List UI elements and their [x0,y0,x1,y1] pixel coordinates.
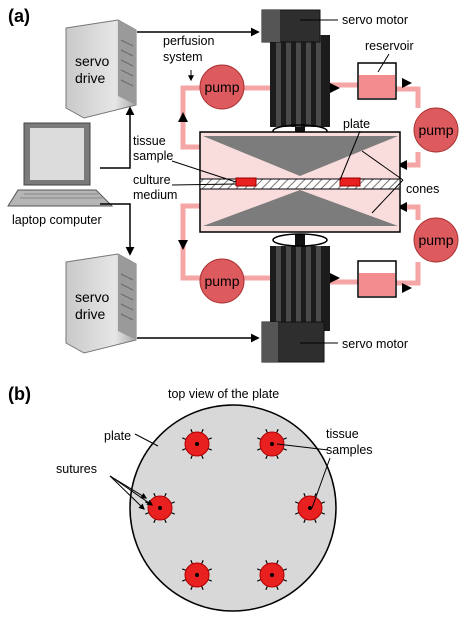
pump-bottom-left: pump [199,258,245,304]
tissue-sample-center [270,442,274,446]
tissue-sample-dot [294,492,326,524]
servo-drive-bottom: servo drive [65,253,137,354]
servo-drive-top-line1: servo [75,53,109,69]
tissue-samples-line2: samples [326,443,373,457]
servo-drive-bottom-line1: servo [75,289,109,305]
laptop-computer-label: laptop computer [12,213,102,227]
bottom-cone [203,190,398,226]
plate-hatched [199,178,401,190]
tissue-sample-center [270,573,274,577]
flow-arrows [178,78,412,293]
tissue-samples-line1: tissue [326,427,359,441]
reservoir-bottom [357,260,397,298]
perfusion-system-line1: perfusion [163,34,214,48]
servo-drive-top-line2: drive [75,70,106,86]
panel-a-label: (a) [8,6,30,26]
perfusion-system-line2: system [163,50,203,64]
plate-label: plate [343,117,370,131]
tissue-sample-dot [256,559,288,591]
reservoir-top [357,62,397,100]
laptop-icon: laptop computer [7,122,114,227]
pump-label: pump [418,122,453,138]
pump-top-right: pump [413,107,459,153]
tissue-sample-center [158,506,162,510]
culture-medium-line1: culture [133,173,171,187]
cones-label: cones [406,182,439,196]
tissue-samples-group [144,428,326,591]
pump-top-left: pump [199,64,245,110]
panel-b-leaders [109,433,331,510]
tissue-sample-center [195,573,199,577]
culture-chamber [199,131,401,233]
culture-medium-line2: medium [133,188,177,202]
panel-b-label: (b) [8,384,31,404]
tissue-sample-line1: tissue [133,134,166,148]
tissue-sample-center [195,442,199,446]
servo-drive-top: servo drive [65,19,137,119]
plate-b-label: plate [104,429,131,443]
pump-label: pump [204,273,239,289]
reservoir-label: reservoir [365,39,414,53]
pump-label: pump [418,232,453,248]
tissue-sample-center [308,506,312,510]
tissue-sample-dot [181,559,213,591]
panel-b-title: top view of the plate [168,387,279,401]
top-cone [203,136,398,176]
label-leaders [171,53,404,214]
sutures-label: sutures [56,462,97,476]
tissue-sample-left [235,177,257,187]
servo-motor-bottom-label: servo motor [342,337,408,351]
servo-motor-top [261,9,338,137]
pump-bottom-right: pump [413,217,459,263]
plate-top-view [129,404,337,612]
tissue-sample-right [339,177,361,187]
pump-label: pump [204,79,239,95]
control-cables [100,27,260,343]
servo-motor-bottom [261,234,338,363]
tissue-sample-dot [256,428,288,460]
tissue-sample-dot [181,428,213,460]
perfusion-tubing [180,82,421,286]
servo-drive-bottom-line2: drive [75,306,106,322]
tissue-sample-line2: sample [133,149,173,163]
servo-motor-top-label: servo motor [342,13,408,27]
